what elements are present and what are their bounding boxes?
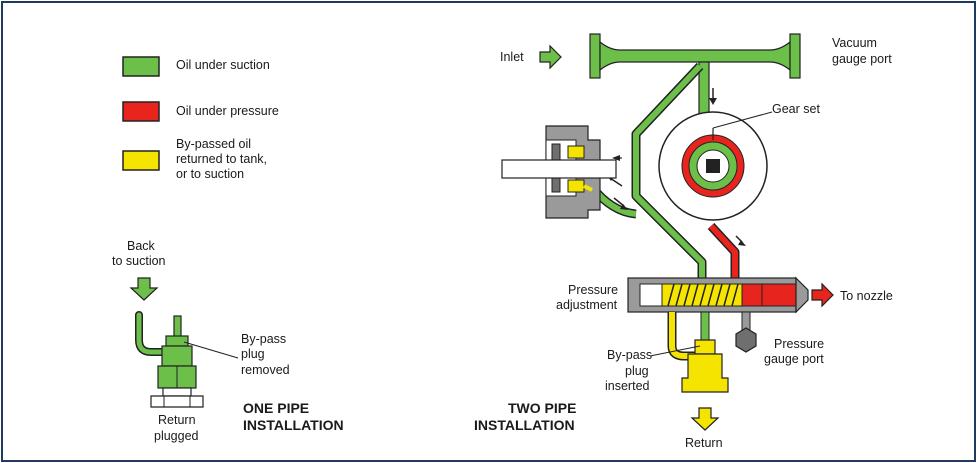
pressure-adjustment-label-1: Pressure (568, 283, 618, 297)
two-pipe-title-1: TWO PIPE (508, 400, 576, 416)
to-nozzle-label: To nozzle (840, 289, 893, 303)
legend-label-pressure: Oil under pressure (176, 104, 279, 118)
legend-label-bypass-3: or to suction (176, 167, 244, 181)
suction-line (633, 63, 705, 286)
regulator-spring-chamber (661, 283, 753, 307)
back-to-suction-label-2: to suction (112, 254, 166, 268)
bypass-inserted-label-1: By-pass (607, 348, 652, 362)
seal-bypass-chamber (567, 145, 585, 159)
gear-set-label: Gear set (772, 102, 820, 116)
bypass-removed-label-1: By-pass (241, 332, 286, 346)
return-plug (150, 395, 204, 408)
one-pipe-tube (136, 312, 173, 355)
seal-flow-arrow-2-icon (620, 204, 628, 210)
vacuum-port-label-2: gauge port (832, 52, 892, 66)
inlet-arrow-icon (539, 44, 562, 70)
regulator-spring (667, 283, 739, 307)
two-pipe-title-2: INSTALLATION (474, 417, 575, 433)
pressure-flow-arrow-icon (738, 240, 746, 246)
bypass-tube (669, 312, 700, 359)
one-pipe-fitting-top (165, 335, 189, 347)
to-nozzle-arrow-icon (811, 282, 834, 308)
pressure-line (708, 223, 738, 286)
return-fitting-top (694, 339, 716, 355)
suction-arrow-icon (129, 277, 159, 301)
pressure-gauge-label-2: gauge port (764, 352, 824, 366)
bypass-removed-leader (183, 341, 239, 359)
seal-yellow-link (583, 184, 593, 192)
regulator-cap (795, 276, 809, 314)
one-pipe-fitting-body (161, 345, 193, 367)
return-plugged-label-2: plugged (154, 429, 199, 443)
gear-set-leader-2 (712, 111, 773, 129)
return-plug-neck (162, 387, 192, 397)
suction-flow-arrow-icon (709, 98, 717, 105)
return-fitting-body (681, 353, 729, 393)
legend-label-bypass-2: returned to tank, (176, 152, 267, 166)
return-label: Return (685, 436, 723, 450)
bypass-inserted-leader (649, 345, 701, 357)
bypass-removed-label-2: plug (241, 347, 265, 361)
inlet-flange (589, 33, 601, 79)
gear-hub (706, 159, 720, 173)
legend-swatch-bypass (122, 150, 160, 171)
return-plugged-label-1: Return (158, 413, 196, 427)
two-pipe-assembly: Inlet Vacuum gauge port (474, 33, 893, 450)
adjuster-screw (639, 283, 663, 307)
legend-label-suction: Oil under suction (176, 58, 270, 72)
gauge-port-plug (735, 327, 757, 353)
bypass-inserted-label-2: plug (625, 364, 649, 378)
bypass-plug-stem (700, 311, 710, 343)
pressure-adjustment-label-2: adjustment (556, 298, 618, 312)
inlet-label: Inlet (500, 50, 524, 64)
pressure-gauge-label-1: Pressure (774, 337, 824, 351)
seal-arrow-line-2 (613, 197, 625, 207)
drive-shaft (501, 159, 617, 179)
one-pipe-title-1: ONE PIPE (243, 400, 309, 416)
one-pipe-assembly: Back to suction By-pass plug removed Ret… (112, 239, 344, 443)
legend-swatch-suction (122, 56, 160, 77)
nozzle-outlet (761, 283, 799, 307)
legend-label-bypass-1: By-passed oil (176, 137, 251, 151)
vacuum-flange (789, 33, 801, 79)
back-to-suction-label-1: Back (127, 239, 156, 253)
one-pipe-stem (173, 315, 182, 339)
seal-bypass-chamber-2 (567, 179, 585, 193)
one-pipe-title-2: INSTALLATION (243, 417, 344, 433)
bypass-removed-label-3: removed (241, 363, 290, 377)
legend-swatch-pressure (122, 101, 160, 122)
return-arrow-icon (690, 407, 720, 431)
bypass-inserted-label-3: inserted (605, 379, 650, 393)
shaft-arrow-icon (612, 155, 620, 161)
vacuum-port-label-1: Vacuum (832, 36, 877, 50)
regulator-piston (741, 283, 763, 307)
